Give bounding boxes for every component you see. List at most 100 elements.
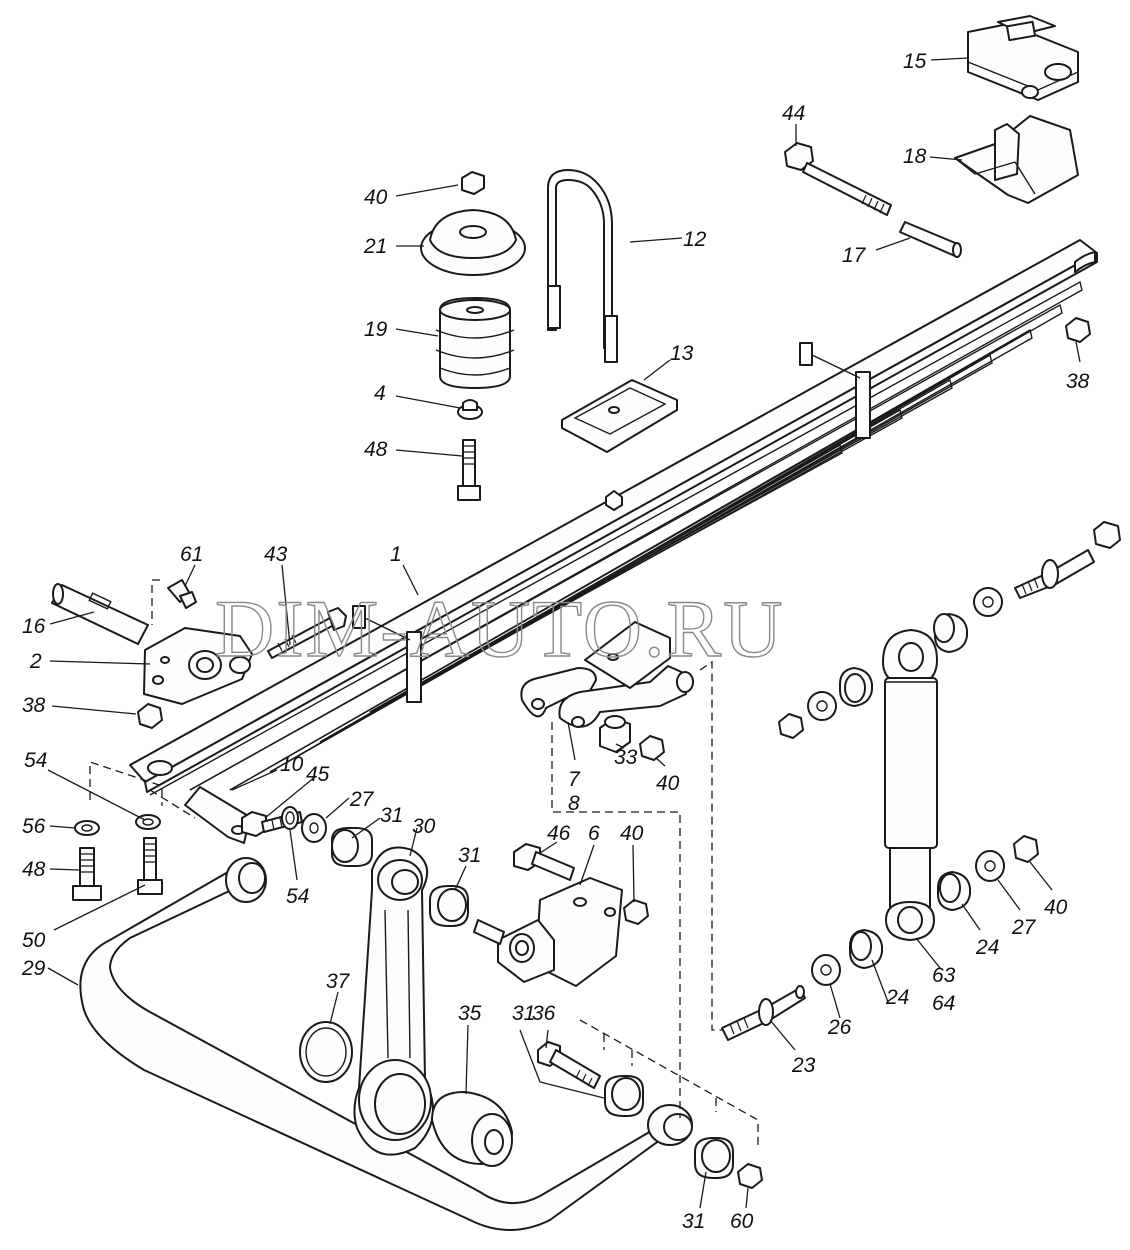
nut-40-clamp (623, 899, 649, 925)
bolt-36 (537, 1041, 601, 1089)
spacer-tube-17 (899, 221, 962, 258)
grease-fitting-61 (167, 579, 197, 609)
pin-upper (1014, 549, 1095, 599)
callout-54-right: 54 (286, 885, 309, 908)
callout-17: 17 (842, 244, 867, 267)
callout-31-b: 31 (458, 844, 481, 867)
callout-40-lower-right: 40 (1044, 896, 1068, 919)
callout-36: 36 (532, 1002, 556, 1025)
callout-24-b: 24 (975, 936, 999, 959)
leaf-spring (129, 239, 1098, 796)
washer-27-left (301, 813, 327, 843)
link-arm-30 (353, 846, 434, 1156)
callout-33: 33 (614, 746, 638, 769)
washer-56 (74, 820, 100, 836)
washer-4 (457, 399, 483, 420)
callout-29: 29 (21, 957, 46, 980)
bolt-48-top (457, 439, 481, 501)
cap-21 (420, 209, 526, 276)
shock-absorber-63-64 (882, 629, 938, 941)
callout-4: 4 (374, 382, 386, 405)
callout-1: 1 (390, 543, 402, 566)
callout-15: 15 (903, 50, 927, 73)
assembly-dashed-lines (89, 579, 759, 1145)
callout-43: 43 (264, 543, 288, 566)
bolt-50 (137, 837, 163, 895)
nut-38-right (1065, 317, 1091, 343)
pad-13 (561, 379, 678, 453)
bushing-31-a (331, 827, 373, 867)
washer-upper-a (973, 587, 1003, 617)
callout-31-d: 31 (682, 1210, 705, 1233)
callout-24-a: 24 (885, 986, 909, 1009)
callout-6: 6 (588, 822, 600, 845)
bushing-24-b (937, 871, 971, 911)
washer-27-right (975, 850, 1005, 882)
callout-26: 26 (827, 1016, 852, 1039)
callout-16: 16 (22, 615, 46, 638)
callout-labels: 15 18 44 17 12 40 21 19 4 48 13 38 1 43 … (21, 50, 1090, 1233)
leader-lines (47, 57, 1081, 1209)
callout-8: 8 (568, 792, 580, 815)
callout-38-right: 38 (1066, 370, 1090, 393)
o-ring-37 (299, 1021, 353, 1083)
callout-13: 13 (670, 342, 694, 365)
callout-38-left: 38 (22, 694, 46, 717)
nut-40-top (461, 171, 485, 195)
callout-40-clamp: 40 (620, 822, 644, 845)
callout-60: 60 (730, 1210, 754, 1233)
washer-left-shock (807, 691, 837, 721)
nut-38-left (137, 703, 163, 729)
nut-33 (599, 715, 631, 753)
pin-23 (721, 985, 806, 1041)
callout-44: 44 (782, 102, 805, 125)
bushing-31-b (429, 885, 469, 927)
u-bolt-12 (547, 169, 618, 363)
callout-54-left: 54 (24, 749, 47, 772)
rubber-bumper-19 (435, 297, 515, 389)
callout-35: 35 (458, 1002, 482, 1025)
spring-pin-16 (51, 583, 149, 645)
callout-31-c: 31 (512, 1002, 535, 1025)
long-bolt-44 (784, 142, 892, 216)
callout-48-left: 48 (22, 858, 46, 881)
nut-left-shock (778, 713, 804, 739)
watermark-text: DIM-AUTO.RU (215, 583, 784, 674)
callout-30: 30 (412, 815, 436, 838)
bracket-10 (184, 786, 251, 844)
callout-27-right: 27 (1011, 916, 1037, 939)
bolt-48-left (72, 847, 102, 901)
callout-7: 7 (568, 768, 581, 791)
callout-50: 50 (22, 929, 46, 952)
callout-19: 19 (364, 318, 388, 341)
stabilizer-bar-29 (79, 857, 693, 1231)
bushing-31-c (604, 1075, 644, 1117)
callout-21: 21 (363, 235, 387, 258)
clamp-6 (473, 877, 623, 987)
callout-27-left: 27 (349, 788, 375, 811)
callout-40-top: 40 (364, 186, 388, 209)
callout-46: 46 (547, 822, 571, 845)
callout-45: 45 (306, 763, 330, 786)
nut-60 (737, 1163, 763, 1189)
shackle-7-8 (520, 665, 694, 728)
callout-63: 63 (932, 964, 956, 987)
nut-40-lower-right (1013, 835, 1039, 863)
bolt-43 (267, 607, 347, 659)
callout-12: 12 (683, 228, 707, 251)
bushing-upper (933, 613, 968, 653)
washer-54-right (281, 806, 299, 830)
callout-37: 37 (326, 970, 351, 993)
callout-18: 18 (903, 145, 927, 168)
bushing-24-a (849, 929, 883, 969)
bracket-plate-leaf (584, 621, 671, 689)
bracket-15 (967, 15, 1079, 101)
callout-56: 56 (22, 815, 46, 838)
callout-31-a: 31 (380, 804, 403, 827)
bushing-31-d (694, 1137, 734, 1179)
callout-48-top: 48 (364, 438, 388, 461)
callout-10: 10 (280, 753, 304, 776)
washer-26 (811, 954, 841, 986)
